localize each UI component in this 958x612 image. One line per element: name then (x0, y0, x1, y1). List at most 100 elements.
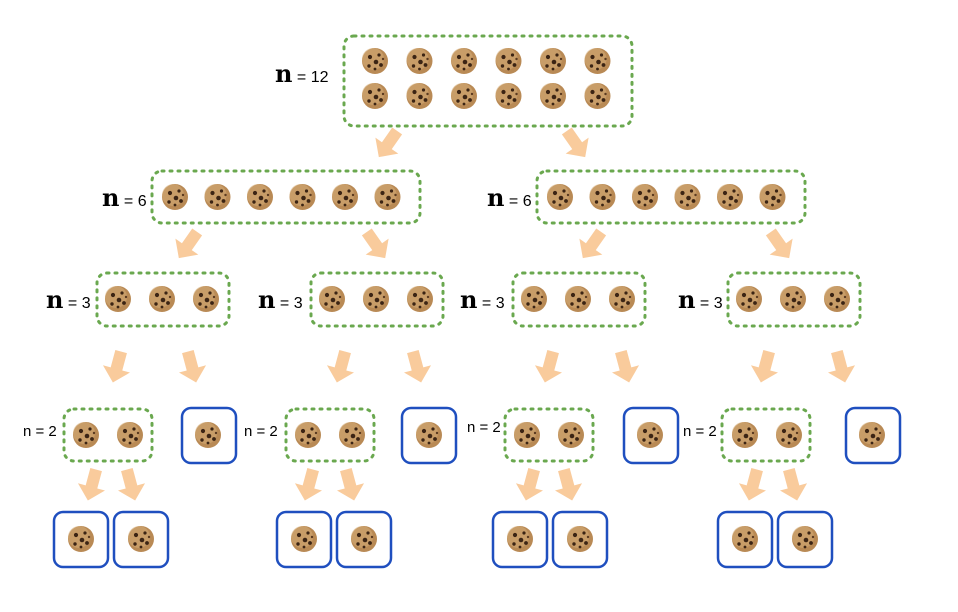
group-l2-1 (95, 271, 231, 328)
cookie-icon (406, 83, 433, 109)
label-n6-right-rest: = 6 (504, 193, 531, 210)
cookie-icon (289, 184, 316, 210)
arrow-down-icon (74, 465, 110, 505)
cookie-icon (362, 48, 388, 74)
label-n12-var: n (275, 59, 292, 88)
cookie-icon (451, 48, 477, 74)
cookie-icon (128, 526, 154, 552)
arrow-down-icon (167, 223, 209, 267)
leaf-6 (551, 510, 609, 569)
arrow-down-icon (735, 465, 771, 505)
arrow-down-icon (823, 347, 859, 387)
label-n6-left-rest: = 6 (119, 193, 146, 210)
cookie-icon (374, 184, 401, 210)
cookie-icon (362, 83, 388, 109)
cookie-icon (495, 83, 522, 109)
group-l1-left (150, 169, 422, 225)
arrow-down-icon (174, 347, 210, 387)
cookie-icon (584, 83, 611, 109)
cookie-icon (609, 286, 635, 312)
group-l2-3 (511, 271, 647, 328)
cookie-icon (567, 526, 593, 552)
leaf-2 (112, 510, 170, 569)
cookie-icon (589, 184, 616, 210)
cookie-icon (193, 286, 219, 312)
label-n2-1: n = 2 (23, 423, 57, 440)
cookie-icon (637, 422, 663, 448)
cookie-icon (824, 286, 850, 312)
label-n3-1-var: n (46, 285, 63, 314)
cookie-icon (363, 286, 389, 312)
cookie-icon (792, 526, 818, 552)
leaf-7 (716, 510, 774, 569)
cookie-icon (521, 286, 547, 312)
label-n3-4-var: n (678, 285, 695, 314)
cookie-icon (351, 526, 377, 552)
cookie-icon (295, 422, 321, 448)
cookie-icon (540, 48, 566, 74)
label-n3-3-rest: = 3 (477, 295, 504, 312)
arrow-down-icon (323, 347, 359, 387)
cookie-icon (117, 422, 143, 448)
cookie-icon (332, 184, 358, 210)
cookie-icon (514, 422, 540, 448)
cookie-icon (736, 286, 762, 312)
arrow-down-icon (571, 223, 613, 267)
label-n12: n = 12 (275, 59, 329, 88)
cookie-icon (73, 422, 99, 448)
cookie-icon (149, 286, 175, 312)
cookie-icon (732, 422, 758, 448)
boxes-layer (52, 34, 902, 569)
group-l3-4 (720, 407, 812, 463)
group-l3-1 (62, 407, 154, 463)
arrow-down-icon (512, 465, 548, 505)
cookie-icon (732, 526, 758, 552)
cookie-icon (540, 83, 566, 109)
label-n3-2-rest: = 3 (275, 295, 302, 312)
arrow-down-icon (113, 465, 149, 505)
cookie-icon (558, 422, 584, 448)
arrow-down-icon (607, 347, 643, 387)
group-l2-2 (309, 271, 445, 328)
single-l3-1 (180, 406, 238, 465)
cookie-icon (416, 422, 442, 448)
single-l3-2 (400, 406, 458, 465)
leaf-4 (335, 510, 393, 569)
arrow-down-icon (775, 465, 811, 505)
group-l3-3 (503, 407, 595, 463)
label-n2-4: n = 2 (683, 423, 717, 440)
cookie-icon (68, 526, 94, 552)
cookie-icon (584, 48, 611, 74)
group-root (342, 34, 634, 128)
cookie-icon (339, 422, 365, 448)
cookie-icon (407, 286, 433, 312)
arrow-down-icon (759, 223, 801, 267)
group-l1-right (535, 169, 807, 225)
leaf-3 (275, 510, 333, 569)
label-n3-1-rest: = 3 (63, 295, 90, 312)
cookie-icon (195, 422, 221, 448)
group-l2-4 (726, 271, 862, 328)
cookie-icon (717, 184, 743, 210)
cookie-icon (776, 422, 802, 448)
cookie-icon (759, 184, 786, 210)
cookie-icon (565, 286, 591, 312)
leaf-1 (52, 510, 110, 569)
cookie-icon (632, 184, 658, 210)
cookie-icon (204, 184, 231, 210)
cookie-icon (247, 184, 273, 210)
label-n12-rest: = 12 (292, 69, 328, 86)
label-n2-3: n = 2 (467, 419, 501, 436)
arrow-down-icon (555, 122, 597, 166)
cookie-icon (105, 286, 131, 312)
cookie-icon (319, 286, 345, 312)
single-l3-3 (622, 406, 680, 465)
arrow-down-icon (291, 465, 327, 505)
arrow-down-icon (531, 347, 567, 387)
label-n3-4-rest: = 3 (695, 295, 722, 312)
label-n3-4: n = 3 (678, 285, 723, 314)
label-n2-2: n = 2 (244, 423, 278, 440)
cookie-icon (406, 48, 433, 74)
cookie-icon (451, 83, 477, 109)
